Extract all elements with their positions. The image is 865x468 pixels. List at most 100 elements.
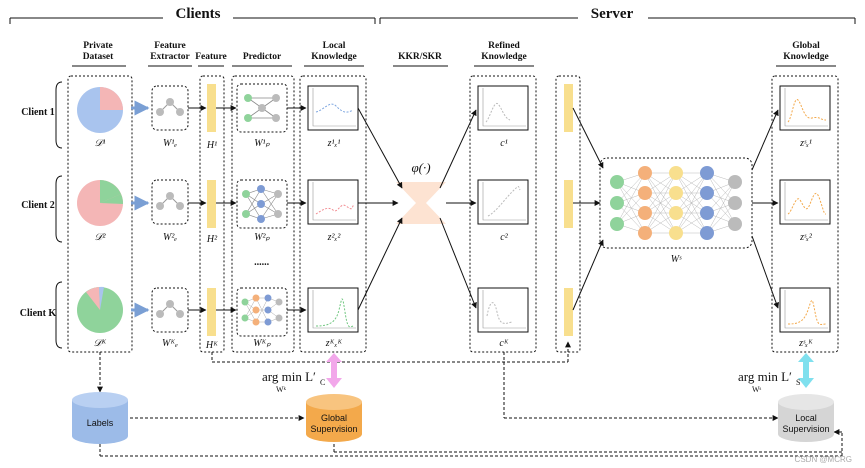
local-knowledge-k bbox=[307, 287, 359, 333]
predictor-arrows bbox=[287, 105, 307, 313]
feature-bar-2 bbox=[207, 180, 216, 228]
mapping-function: φ(·) bbox=[396, 160, 446, 224]
col-feature-extractor-1: Feature bbox=[154, 41, 185, 51]
local-k-label: zᴷₓᴷ bbox=[325, 338, 343, 349]
server-node-0-0 bbox=[610, 175, 624, 189]
server-node-2-3 bbox=[669, 226, 683, 240]
refined-2-label: c² bbox=[500, 232, 508, 243]
extractor-arrows bbox=[188, 105, 207, 313]
column-headers: Private Dataset Feature Extractor Featur… bbox=[72, 41, 836, 67]
col-kkr-skr: KKR/SKR bbox=[398, 52, 442, 62]
server-node-0-2 bbox=[610, 217, 624, 231]
col-refined-knowledge-2: Knowledge bbox=[481, 52, 526, 62]
dataset-1-label: 𝒟¹ bbox=[95, 138, 106, 149]
feature-k-label: Hᴷ bbox=[205, 340, 218, 351]
server-objective-sub: S bbox=[796, 378, 800, 387]
server-node-3-2 bbox=[700, 206, 714, 220]
global-supervision-2: Supervision bbox=[310, 424, 357, 434]
server-objective-main: arg min L′ bbox=[738, 369, 792, 384]
extractor-client-1 bbox=[151, 85, 189, 131]
col-global-knowledge-2: Knowledge bbox=[783, 52, 828, 62]
clients-header: Clients bbox=[9, 4, 376, 24]
local-supervision-2: Supervision bbox=[782, 424, 829, 434]
extractor-client-k bbox=[151, 287, 189, 333]
predictor-1-label: W¹ₚ bbox=[254, 138, 270, 149]
server-objective-arrow bbox=[798, 353, 814, 388]
client-1-label: Client 1 bbox=[21, 107, 55, 118]
col-refined-knowledge-1: Refined bbox=[488, 41, 520, 51]
server-node-3-1 bbox=[700, 186, 714, 200]
server-node-2-0 bbox=[669, 166, 683, 180]
predictor-client-1 bbox=[236, 83, 288, 133]
local-knowledge-2 bbox=[307, 179, 359, 225]
col-private-dataset-1: Private bbox=[83, 41, 113, 51]
server-feature-bar-k bbox=[564, 288, 573, 336]
refined-k-label: cᴷ bbox=[499, 338, 508, 349]
server-node-4-1 bbox=[728, 196, 742, 210]
extractor-client-2 bbox=[151, 179, 189, 225]
labels-cylinder: Labels bbox=[72, 392, 128, 444]
server-model bbox=[599, 157, 753, 249]
local-knowledge-1 bbox=[307, 85, 359, 131]
server-model-label: Wˢ bbox=[671, 254, 682, 265]
global-knowledge-2 bbox=[779, 179, 831, 225]
server-title: Server bbox=[591, 6, 634, 22]
server-node-1-2 bbox=[638, 206, 652, 220]
global-supervision-cylinder: Global Supervision bbox=[306, 394, 362, 442]
server-header: Server bbox=[379, 4, 856, 24]
col-global-knowledge-1: Global bbox=[792, 41, 820, 51]
feature-bar-k bbox=[207, 288, 216, 336]
watermark: CSDN @MCRG bbox=[795, 455, 852, 464]
client-2-label: Client 2 bbox=[21, 200, 55, 211]
feature-1-label: H¹ bbox=[206, 140, 217, 151]
server-node-4-2 bbox=[728, 217, 742, 231]
predictor-2-label: W²ₚ bbox=[254, 232, 270, 243]
col-private-dataset-2: Dataset bbox=[83, 52, 114, 62]
pie-client-1 bbox=[77, 87, 123, 133]
client-k-label: Client K bbox=[20, 308, 57, 319]
client-objective-arrow bbox=[326, 353, 342, 388]
server-feature-bar-1 bbox=[564, 84, 573, 132]
extractor-k-label: Wᴷₑ bbox=[162, 338, 178, 349]
global-1-label: zˢₓ¹ bbox=[799, 138, 812, 149]
client-objective: arg min L′ C Wᵏ bbox=[262, 369, 325, 394]
global-knowledge-k bbox=[779, 287, 831, 333]
server-input-arrows bbox=[572, 107, 604, 311]
predictor-client-2 bbox=[236, 179, 288, 229]
col-predictor: Predictor bbox=[243, 52, 282, 62]
phi-label: φ(·) bbox=[411, 160, 430, 175]
ellipsis: ...... bbox=[255, 257, 270, 268]
server-objective: arg min L′ S Wˢ bbox=[738, 369, 800, 394]
col-local-knowledge-1: Local bbox=[323, 41, 346, 51]
col-local-knowledge-2: Knowledge bbox=[311, 52, 356, 62]
pie-client-2 bbox=[77, 180, 124, 226]
server-node-2-1 bbox=[669, 186, 683, 200]
predictor-client-k bbox=[236, 287, 288, 337]
global-2-label: zˢₓ² bbox=[799, 232, 813, 243]
extractor-1-label: W¹ₑ bbox=[163, 138, 177, 149]
global-supervision-1: Global bbox=[321, 413, 347, 423]
extractor-2-label: W²ₑ bbox=[163, 232, 177, 243]
server-node-1-3 bbox=[638, 226, 652, 240]
client-objective-sub: C bbox=[320, 378, 325, 387]
server-node-0-1 bbox=[610, 196, 624, 210]
dataset-2-label: 𝒟² bbox=[95, 232, 107, 243]
feature-2-label: H² bbox=[206, 234, 218, 245]
refined-knowledge-1 bbox=[477, 85, 529, 131]
client-labels: Client 1 Client 2 Client K bbox=[20, 81, 63, 349]
feature-arrows bbox=[216, 105, 237, 313]
input-arrows bbox=[131, 100, 150, 318]
refined-knowledge-2 bbox=[477, 179, 529, 225]
server-node-3-3 bbox=[700, 226, 714, 240]
server-output-arrows bbox=[751, 109, 779, 309]
dataset-k-label: 𝒟ᴷ bbox=[94, 338, 107, 349]
col-feature: Feature bbox=[195, 52, 226, 62]
server-feature-bar-2 bbox=[564, 180, 573, 228]
global-k-label: zˢₓᴷ bbox=[798, 338, 813, 349]
refined-1-label: c¹ bbox=[500, 138, 507, 149]
client-objective-under: Wᵏ bbox=[276, 385, 287, 394]
local-1-label: z¹ₓ¹ bbox=[327, 138, 341, 149]
column-containers bbox=[67, 75, 839, 353]
local-supervision-cylinder: Local Supervision bbox=[778, 394, 834, 442]
